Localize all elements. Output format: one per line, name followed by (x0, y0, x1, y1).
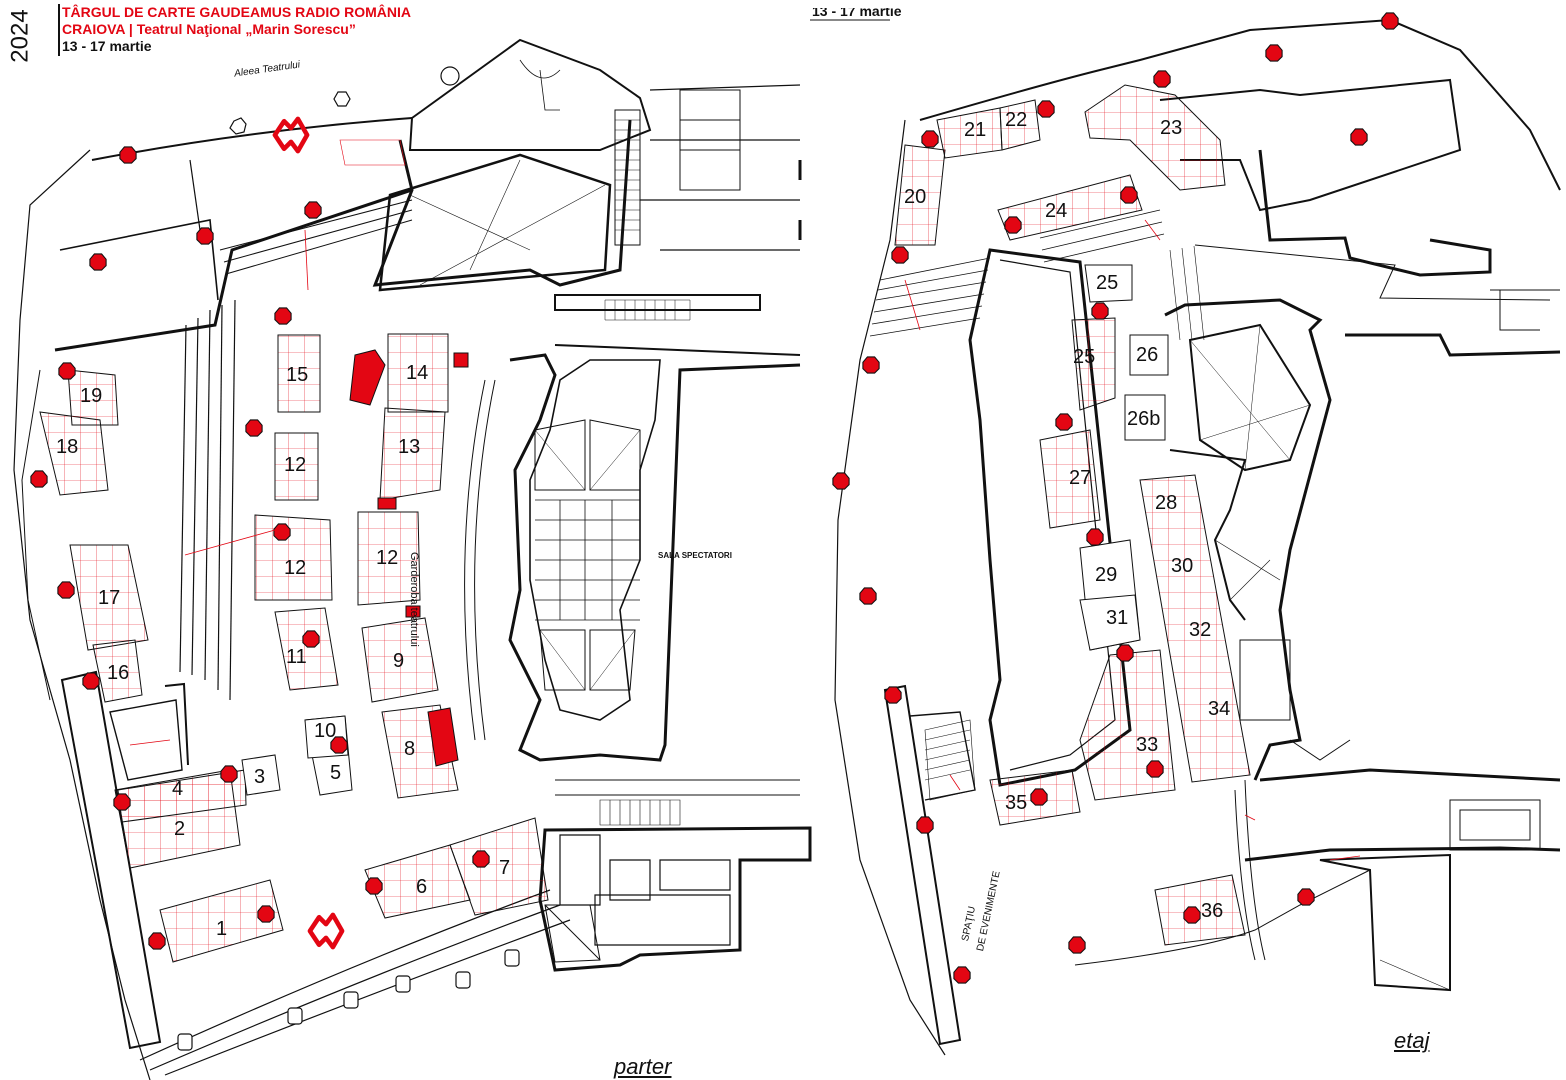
stand-3[interactable]: 3 (254, 766, 266, 788)
stand-34[interactable]: 34 (1208, 698, 1231, 720)
direction-arrows (129, 219, 1361, 861)
stand-1[interactable]: 1 (216, 918, 228, 940)
ground-floor-stands (39, 333, 549, 963)
planters (177, 66, 520, 1051)
ground-floor-plan (13, 38, 812, 1080)
stand-18[interactable]: 18 (56, 436, 79, 458)
stand-9[interactable]: 9 (393, 650, 405, 672)
stand-21[interactable]: 21 (964, 119, 987, 141)
stand-30[interactable]: 30 (1171, 555, 1194, 577)
stand-12c[interactable]: 12 (376, 547, 399, 569)
clipped-dates: 13 - 17 martie (812, 8, 902, 18)
stand-29[interactable]: 29 (1095, 564, 1118, 586)
stand-4[interactable]: 4 (172, 778, 184, 800)
stand-20[interactable]: 20 (904, 186, 927, 208)
stand-27[interactable]: 27 (1069, 467, 1092, 489)
event-title: TÂRGUL DE CARTE GAUDEAMUS RADIO ROMÂNIA (62, 4, 411, 20)
stand-16[interactable]: 16 (107, 662, 130, 684)
stand-25b[interactable]: 25 (1073, 346, 1096, 368)
stand-8[interactable]: 8 (404, 738, 416, 760)
header-divider (58, 4, 60, 56)
upper-floor-stands (894, 84, 1251, 946)
stand-11[interactable]: 11 (286, 646, 307, 668)
auditorium-label: SALA SPECTATORI (658, 551, 732, 560)
stand-36[interactable]: 36 (1201, 900, 1224, 922)
stand-25a[interactable]: 25 (1096, 272, 1119, 294)
upper-floor-plan (810, 18, 1561, 1056)
stand-31[interactable]: 31 (1106, 607, 1129, 629)
stand-15[interactable]: 15 (286, 364, 309, 386)
stand-19[interactable]: 19 (80, 385, 103, 407)
stand-2[interactable]: 2 (174, 818, 186, 840)
stand-24[interactable]: 24 (1045, 200, 1068, 222)
stand-22[interactable]: 22 (1005, 109, 1028, 131)
stand-33[interactable]: 33 (1136, 734, 1159, 756)
event-dates: 13 - 17 martie (62, 38, 152, 54)
stand-23[interactable]: 23 (1160, 117, 1183, 139)
cloakroom-label: Garderoba teatrului (408, 552, 420, 647)
stand-5[interactable]: 5 (330, 762, 342, 784)
stand-32[interactable]: 32 (1189, 619, 1212, 641)
venue-title: CRAIOVA | Teatrul Naţional „Marin Soresc… (62, 21, 356, 37)
stand-10[interactable]: 10 (314, 720, 337, 742)
stand-12a[interactable]: 12 (284, 454, 307, 476)
stand-13[interactable]: 13 (398, 436, 421, 458)
stand-7[interactable]: 7 (499, 857, 511, 879)
stand-26b[interactable]: 26b (1127, 408, 1161, 430)
upper-floor-label: etaj (1394, 1028, 1430, 1053)
stand-17[interactable]: 17 (98, 587, 121, 609)
ground-floor-label: parter (614, 1054, 672, 1079)
stand-35[interactable]: 35 (1005, 792, 1028, 814)
stand-6[interactable]: 6 (416, 876, 428, 898)
stand-12b[interactable]: 12 (284, 557, 307, 579)
stand-14[interactable]: 14 (406, 362, 429, 384)
stand-28[interactable]: 28 (1155, 492, 1178, 514)
exit-icon (275, 119, 307, 151)
exit-icon (310, 915, 342, 947)
stand-26[interactable]: 26 (1136, 344, 1159, 366)
